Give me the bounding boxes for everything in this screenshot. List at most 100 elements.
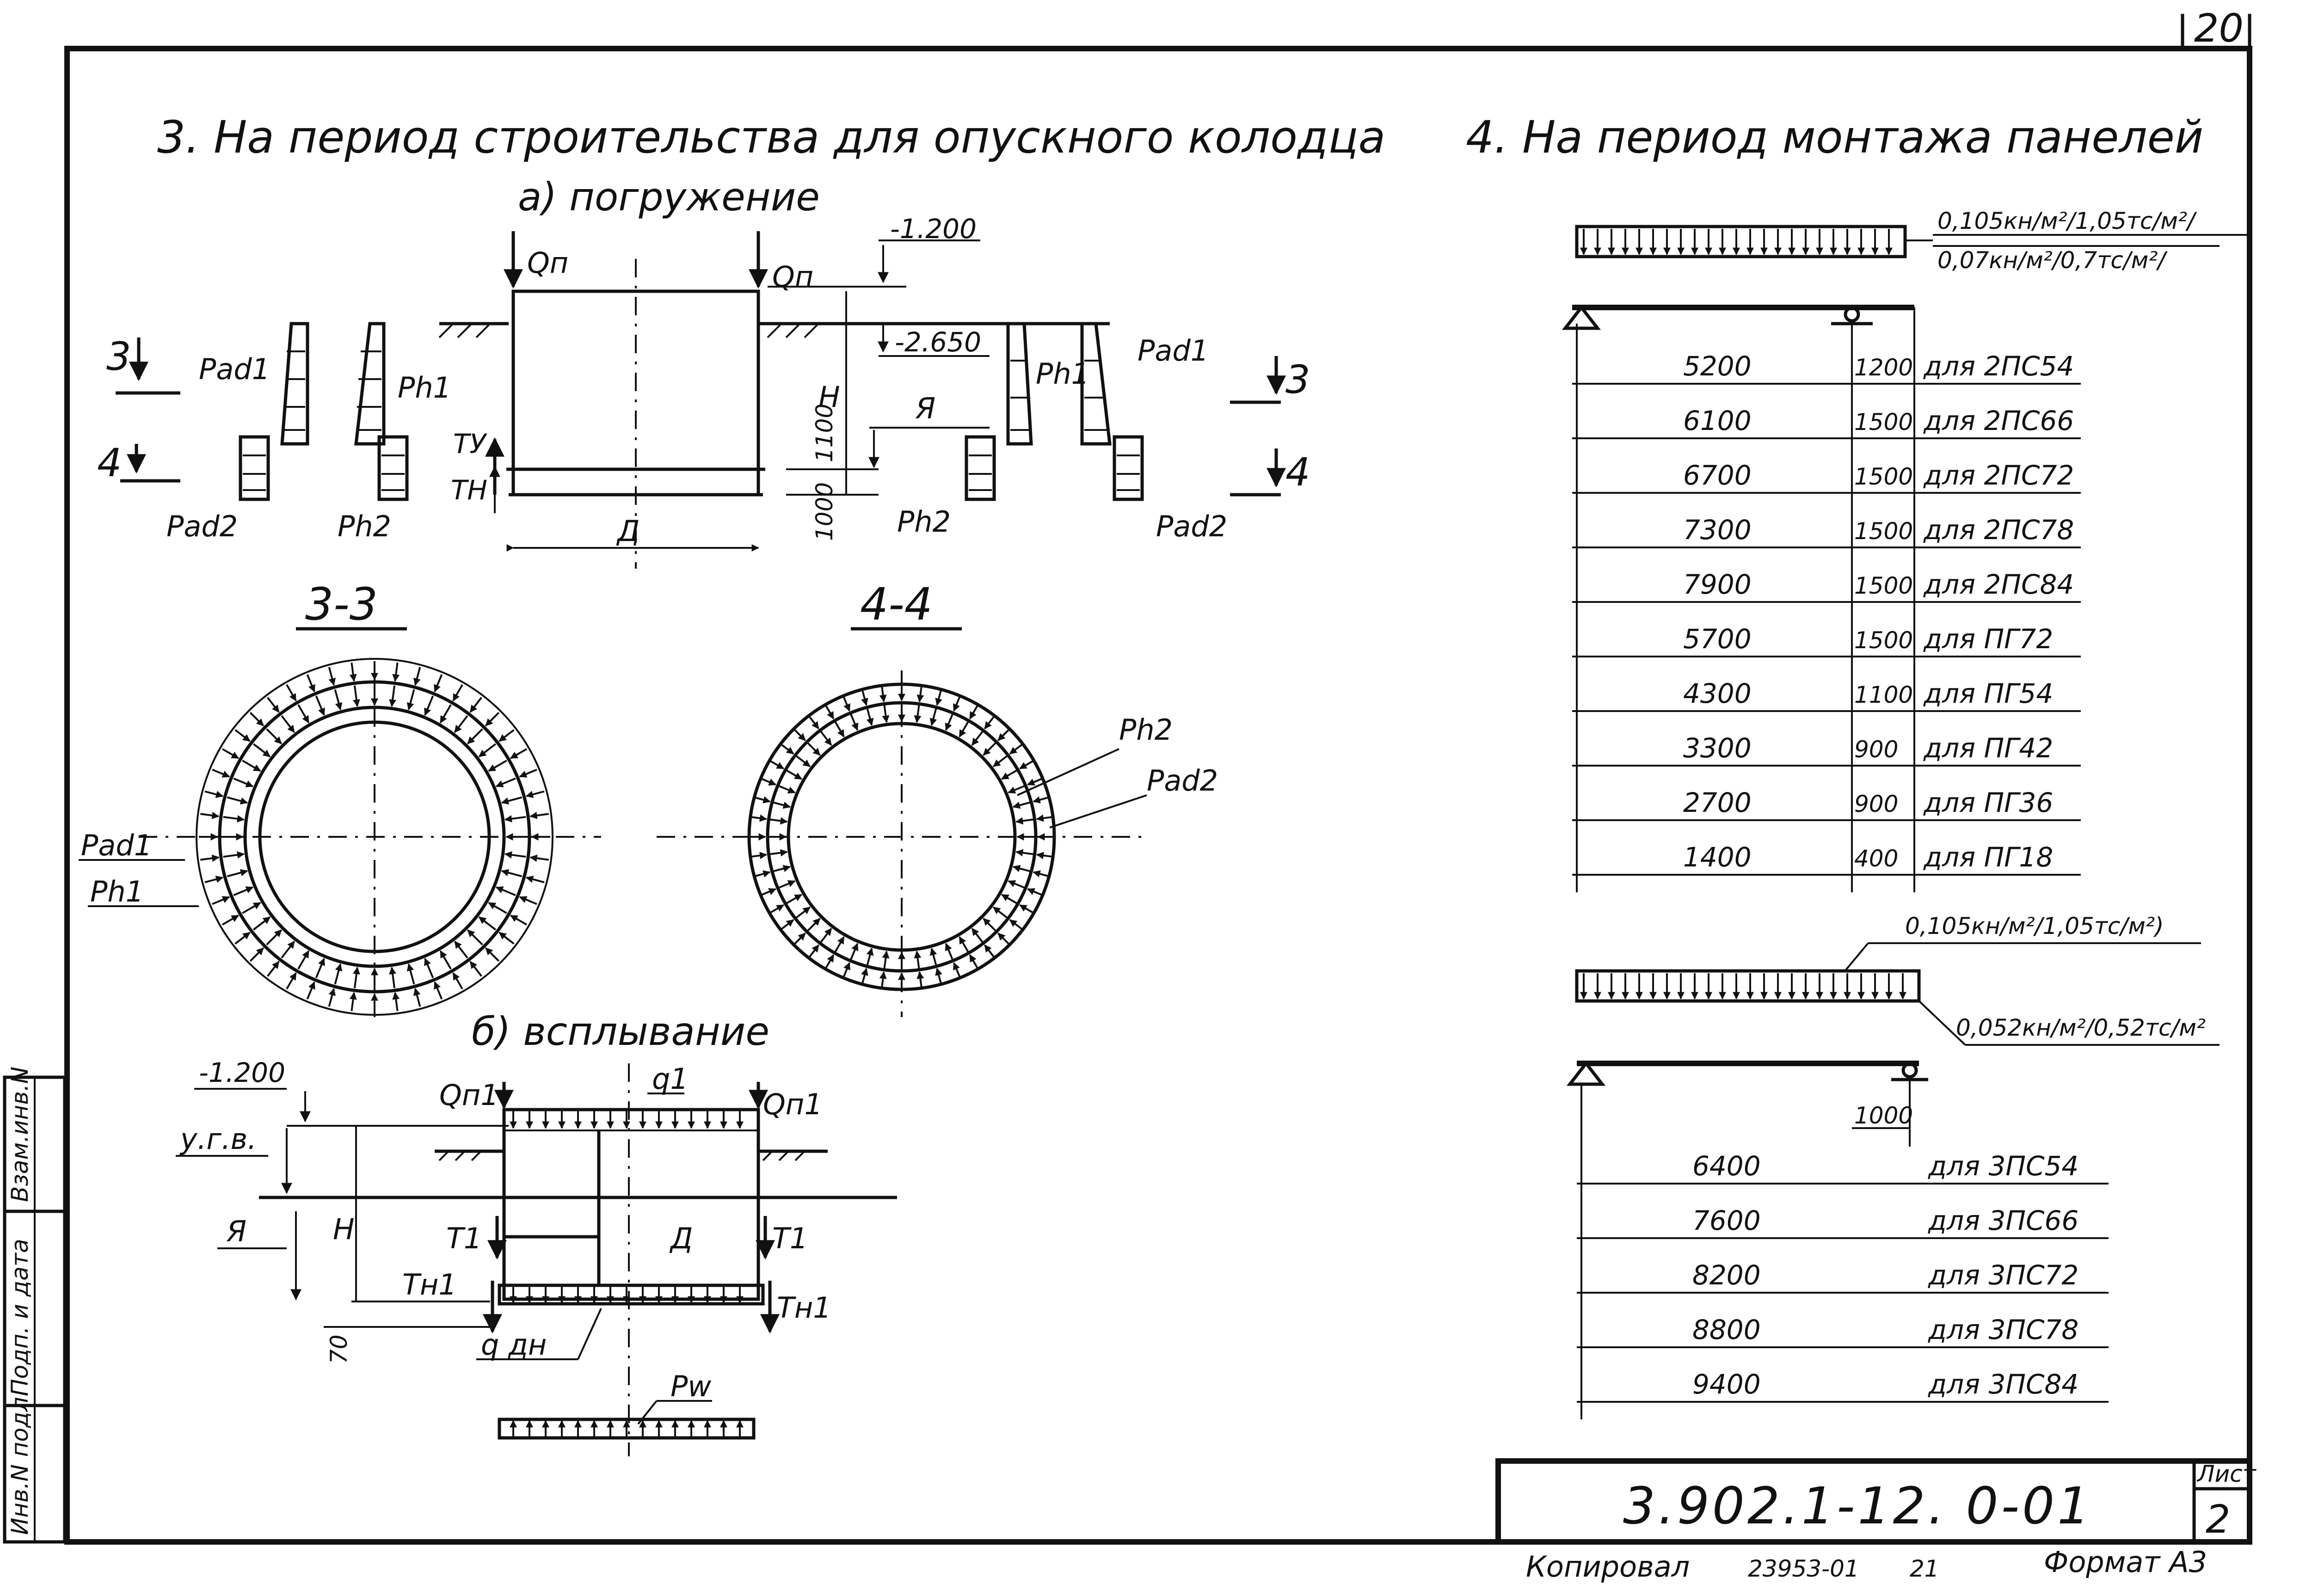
ring-load-arrow: [392, 992, 400, 1012]
beam1-span-value: 7900: [1683, 569, 1752, 600]
ring-load-arrow: [485, 947, 500, 962]
ring-load-arrow: [234, 729, 251, 742]
beam2-overhang-dim: 1000: [1854, 1102, 1913, 1129]
ring-load-arrow: [1001, 769, 1018, 780]
ring-load-arrow: [929, 708, 937, 726]
ring-load-arrow: [984, 944, 995, 958]
ring-load-arrow: [504, 851, 526, 859]
side-stamp-cell1: Взам.инв.N: [6, 1067, 33, 1202]
ring-load-arrow: [1012, 801, 1031, 809]
beam1-span-value: 6100: [1683, 405, 1752, 436]
ring-load-arrow: [882, 951, 890, 969]
ring-load-arrow: [504, 815, 526, 823]
ring-load-arrow: [349, 992, 357, 1012]
beam2-span-value: 8800: [1692, 1314, 1761, 1345]
label-ph2-a-right: Ph2: [897, 505, 951, 539]
ring-load-arrow: [223, 851, 245, 859]
label-tn: ТН: [451, 474, 487, 506]
section-mark-3-right: 3: [1285, 357, 1310, 402]
ring-load-arrow: [454, 715, 468, 733]
label-pad1-a-left: Pad1: [199, 352, 270, 386]
ring-load-arrow: [413, 988, 421, 1007]
beam1-panel-note: для ПГ36: [1923, 787, 2053, 818]
ring-load-arrow: [1027, 888, 1042, 896]
label-h-b: H: [333, 1212, 355, 1246]
ring-load-arrow: [861, 968, 868, 984]
ring-load-arrow: [971, 730, 984, 746]
ring-load-arrow: [808, 716, 820, 730]
label-pad1-a-right: Pad1: [1138, 334, 1209, 368]
ring-load-arrow: [755, 796, 771, 804]
side-stamp-cell3: Инв.N подл.: [6, 1390, 33, 1535]
ring-load-arrow: [495, 777, 516, 787]
ring-load-arrow: [861, 690, 868, 706]
level-minus-1200: -1.200: [890, 213, 977, 245]
ring-load-arrow: [969, 954, 978, 969]
ring-load-arrow: [306, 674, 315, 693]
label-d-b: Д: [669, 1222, 693, 1255]
ring-load-arrow: [434, 674, 443, 693]
ring-load-arrow: [953, 696, 961, 712]
beam1-panel-note: для 2ПС54: [1923, 350, 2074, 382]
ring-load-arrow: [469, 697, 482, 713]
sheet-number: 2: [2206, 1497, 2230, 1542]
ring-load-arrow: [983, 918, 997, 932]
footer-number: 23953-01: [1748, 1555, 1859, 1582]
beam1-panel-note: для ПГ54: [1923, 678, 2053, 709]
ring-load-arrow: [769, 904, 784, 914]
label-ugv: у.г.в.: [179, 1122, 257, 1156]
ring-load-arrow: [452, 972, 463, 990]
ring-load-arrow: [935, 690, 942, 706]
label-t1-left: T1: [446, 1222, 482, 1255]
ring-load-arrow: [242, 902, 261, 914]
label-d: Д: [616, 514, 639, 548]
label-ph2-ring: Ph2: [1119, 713, 1173, 747]
beam1-span-value: 2700: [1683, 787, 1752, 818]
ring-load-arrow: [478, 743, 497, 758]
footer-21: 21: [1910, 1555, 1939, 1582]
ring-load-arrow: [866, 708, 874, 726]
ring-load-arrow: [306, 981, 315, 1000]
ring-load-arrow: [808, 944, 820, 958]
ring-load-arrow: [501, 796, 523, 805]
label-ph1-ring: Ph1: [90, 875, 144, 908]
ring-load-arrow: [525, 875, 545, 884]
ring-load-arrow: [806, 742, 821, 756]
ring-load-arrow: [997, 933, 1010, 945]
ring-load-arrow: [498, 729, 515, 742]
ring-load-arrow: [1015, 817, 1034, 825]
ring-load-arrow: [252, 743, 271, 758]
label-tn1-left: Тн1: [402, 1268, 457, 1301]
ring-load-arrow: [413, 667, 421, 686]
ring-load-arrow: [249, 712, 264, 726]
ring-load-arrow: [795, 906, 811, 919]
beam-2-scheme: 0,105кн/м²/1,05тс/м²) 0,052кн/м²/0,52тс/…: [1566, 913, 2220, 1419]
ring-load-arrow: [914, 951, 922, 969]
dim-70: 70: [326, 1334, 352, 1364]
ring-load-arrow: [945, 713, 954, 731]
ring-load-arrow: [529, 811, 549, 819]
ring-load-arrow: [969, 705, 978, 719]
ring-load-arrow: [769, 849, 788, 857]
beam2-panel-note: для 3ПС78: [1928, 1314, 2078, 1345]
ring-load-arrow: [212, 896, 230, 905]
ring-load-arrow: [389, 966, 397, 988]
ring-load-arrow: [786, 894, 802, 904]
beam2-load-top: 0,105кн/м²/1,05тс/м²): [1905, 913, 2164, 939]
ring-load-arrow: [1009, 743, 1023, 755]
ring-load-arrow: [267, 697, 280, 713]
beam1-overhang-value: 900: [1854, 791, 1898, 817]
ring-load-arrow: [392, 662, 400, 682]
ring-load-arrow: [525, 790, 545, 798]
ring-load-arrow: [793, 933, 806, 945]
label-qn-left: Qп: [527, 246, 568, 280]
ring-load-arrow: [227, 796, 248, 805]
diagram-a-immersion: Qп Qп ТУ ТН Д -1.200 -2.650 H 1100 1000 …: [97, 213, 1310, 569]
section-mark-4-left: 4: [97, 440, 122, 485]
ring-load-arrow: [1012, 865, 1031, 872]
ring-load-arrow: [997, 729, 1010, 741]
ring-load-arrow: [842, 696, 850, 712]
beam1-overhang-value: 1500: [1854, 518, 1913, 545]
side-stamp: Взам.инв.N Подп. и дата Инв.N подл.: [3, 1067, 67, 1544]
